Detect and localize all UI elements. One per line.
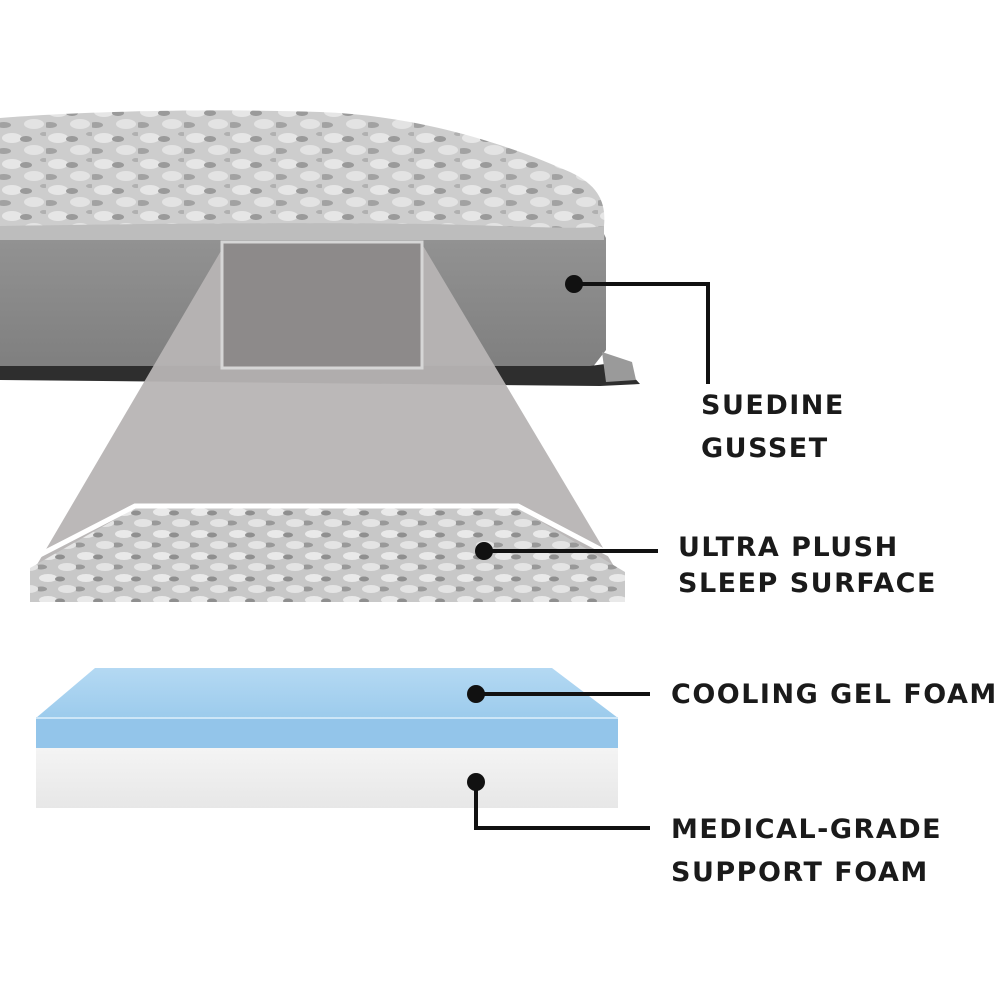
gel-foam-side: [36, 718, 618, 748]
suedine-gusset-line-1: SUEDINE: [701, 390, 845, 421]
zoom-projection: [35, 244, 615, 568]
suedine-gusset-label: SUEDINE GUSSET: [701, 384, 845, 470]
cooling-gel-line-1: COOLING GEL FOAM: [671, 679, 998, 710]
plush-dot: [475, 542, 493, 560]
gusset-dot: [565, 275, 583, 293]
support-leader: [474, 782, 650, 830]
support-dot: [467, 773, 485, 791]
zoom-window: [220, 240, 424, 370]
gusset-leader: [574, 282, 710, 384]
ultra-plush-line-1: ULTRA PLUSH: [678, 532, 899, 563]
gel-dot: [467, 685, 485, 703]
fur-top: [0, 110, 605, 240]
ultra-plush-label: ULTRA PLUSH SLEEP SURFACE: [678, 530, 937, 603]
support-foam-label: MEDICAL-GRADE SUPPORT FOAM: [671, 808, 942, 894]
cooling-gel-label: COOLING GEL FOAM: [671, 673, 998, 716]
foam-stack: [36, 668, 618, 808]
gel-foam-top: [36, 668, 618, 718]
zipper-corner: [602, 352, 636, 382]
ultra-plush-line-2: SLEEP SURFACE: [678, 568, 937, 600]
fur-edge: [0, 223, 604, 240]
suedine-gusset-line-2: GUSSET: [701, 433, 829, 465]
support-foam-line-1: MEDICAL-GRADE: [671, 814, 943, 845]
plush-swatch-outline: [28, 503, 634, 569]
support-foam-line-2: SUPPORT FOAM: [671, 857, 929, 889]
leader-lines: [474, 282, 710, 830]
leader-dots: [467, 275, 583, 791]
support-foam-side: [36, 748, 618, 808]
plush-surface-swatch: [30, 508, 625, 602]
